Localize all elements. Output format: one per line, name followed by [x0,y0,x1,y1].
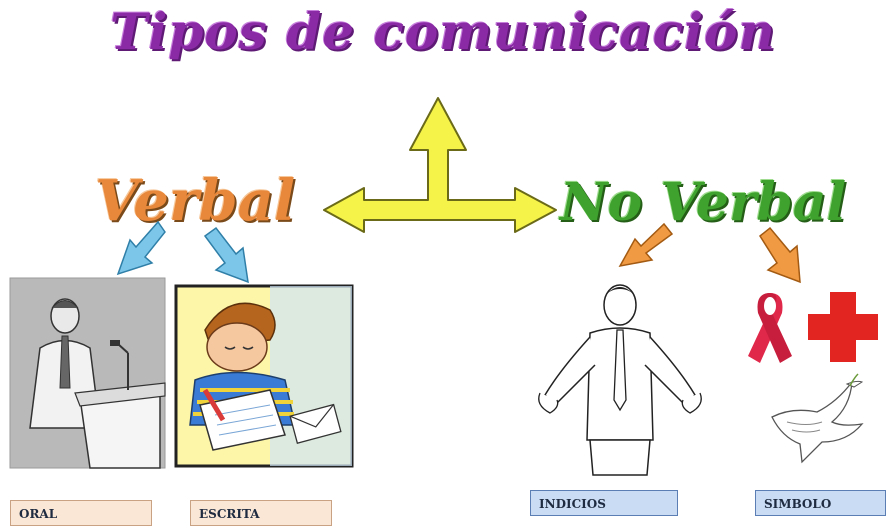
label-simbolo: SIMBOLO [755,490,886,516]
label-indicios: INDICIOS [530,490,678,516]
label-escrita: ESCRITA [190,500,332,526]
speaker-illustration [9,277,166,469]
dove-icon [771,373,864,464]
shrugging-man-illustration [538,284,702,476]
red-ribbon-icon [748,293,792,363]
writing-child-illustration [174,284,354,468]
label-oral: ORAL [10,500,152,526]
branch-verbal: Verbal [95,168,296,234]
branch-no-verbal: No Verbal [560,172,847,233]
red-cross-icon [808,292,878,362]
diagram-title: Tipos de comunicación [110,2,776,61]
